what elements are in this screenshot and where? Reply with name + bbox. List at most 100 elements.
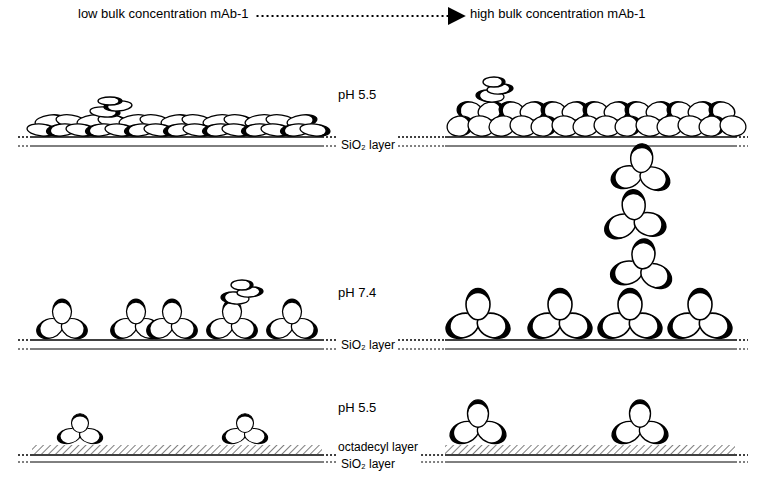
sio2-surface [398, 349, 445, 350]
layer-label: SiO₂ layer [341, 139, 395, 152]
antibody-domain [466, 289, 490, 320]
domain-outline [53, 299, 72, 324]
domain-outline [618, 289, 642, 320]
domain-outline [98, 97, 122, 105]
layer-label: SiO₂ layer [341, 339, 395, 352]
sio2-surface [32, 454, 322, 456]
antibody-domain [483, 77, 505, 87]
antibody-domain [621, 189, 646, 220]
antibody-domain [98, 97, 122, 105]
sio2-surface [445, 462, 735, 463]
sio2-surface [445, 454, 735, 456]
sio2-surface [735, 339, 748, 341]
domain-outline [163, 299, 182, 324]
antibody [447, 400, 509, 447]
sio2-surface [445, 349, 735, 350]
binding-site [621, 189, 646, 220]
antibody [204, 299, 260, 342]
binding-site [630, 400, 651, 427]
sio2-surface [445, 339, 735, 341]
antibodies [26, 77, 747, 447]
binding-site [53, 299, 72, 324]
ph-label: pH 5.5 [338, 88, 376, 102]
antibody [595, 289, 666, 343]
sio2-surface [322, 454, 336, 456]
antibody [220, 414, 270, 447]
ph-label: pH 5.5 [338, 401, 376, 415]
antibody-domain [468, 400, 489, 427]
antibody-domain [630, 400, 651, 427]
concentration-arrow [257, 15, 464, 17]
antibody-domain [283, 299, 302, 324]
antibody-domain [618, 289, 642, 320]
domain-outline [621, 189, 646, 220]
binding-site [127, 299, 146, 324]
binding-site [630, 143, 653, 173]
domain-outline [237, 414, 254, 433]
sio2-surface [18, 454, 32, 456]
antibody [55, 414, 105, 447]
domain-outline [231, 280, 253, 290]
octadecyl-layer [445, 445, 735, 454]
antibody-domain [237, 414, 254, 433]
sio2-surface [322, 462, 336, 463]
antibody-domain [688, 289, 712, 320]
layer-label: SiO₂ layer [341, 458, 395, 471]
axis-label: high bulk concentration mAb-1 [470, 7, 646, 21]
sio2-surface [421, 454, 445, 456]
sio2-surface [735, 349, 748, 350]
sio2-surface [398, 146, 445, 147]
binding-site [618, 289, 642, 320]
binding-site [237, 414, 254, 433]
sio2-surface [322, 349, 336, 350]
sio2-surface [445, 146, 735, 147]
binding-site [548, 289, 572, 320]
antibody [443, 289, 514, 343]
binding-site [483, 77, 505, 87]
sio2-surface [32, 146, 322, 147]
domain-outline [548, 289, 572, 320]
antibody-domain [53, 299, 72, 324]
antibody-domain [718, 114, 747, 138]
axis-label: low bulk concentration mAb-1 [78, 7, 249, 21]
sio2-surface [735, 146, 748, 147]
sio2-surface [322, 146, 336, 147]
sio2-surface [322, 339, 336, 341]
domain-outline [468, 400, 489, 427]
antibody [264, 299, 320, 342]
antibody [609, 400, 671, 447]
antibody-domain [548, 289, 572, 320]
binding-site [688, 289, 712, 320]
sio2-surface [18, 146, 32, 147]
binding-site [466, 289, 490, 320]
sio2-surface [32, 462, 322, 463]
domain-outline [72, 414, 89, 433]
antibody [525, 289, 596, 343]
sio2-surface [18, 339, 32, 341]
domain-fill [630, 148, 653, 173]
layer-label: octadecyl layer [338, 441, 418, 454]
antibody-domain [127, 299, 146, 324]
sio2-surface [421, 462, 445, 463]
domain-outline [127, 299, 146, 324]
domain-outline [483, 77, 505, 87]
binding-site [299, 122, 330, 137]
ph-label: pH 7.4 [338, 286, 376, 300]
octadecyl-layer [32, 445, 322, 454]
antibody [34, 299, 90, 342]
antibody-domain [299, 122, 330, 137]
antibody [599, 187, 670, 244]
binding-site [630, 238, 656, 270]
binding-site [72, 414, 89, 433]
antibody-domain [630, 238, 656, 270]
domain-outline [688, 289, 712, 320]
domain-outline [630, 143, 653, 173]
sio2-surface [398, 136, 445, 138]
domain-fill [621, 193, 646, 220]
binding-site [283, 299, 302, 324]
antibody-domain [72, 414, 89, 433]
sio2-surface [18, 136, 32, 138]
antibody-domain [231, 280, 253, 290]
antibody [606, 235, 679, 294]
